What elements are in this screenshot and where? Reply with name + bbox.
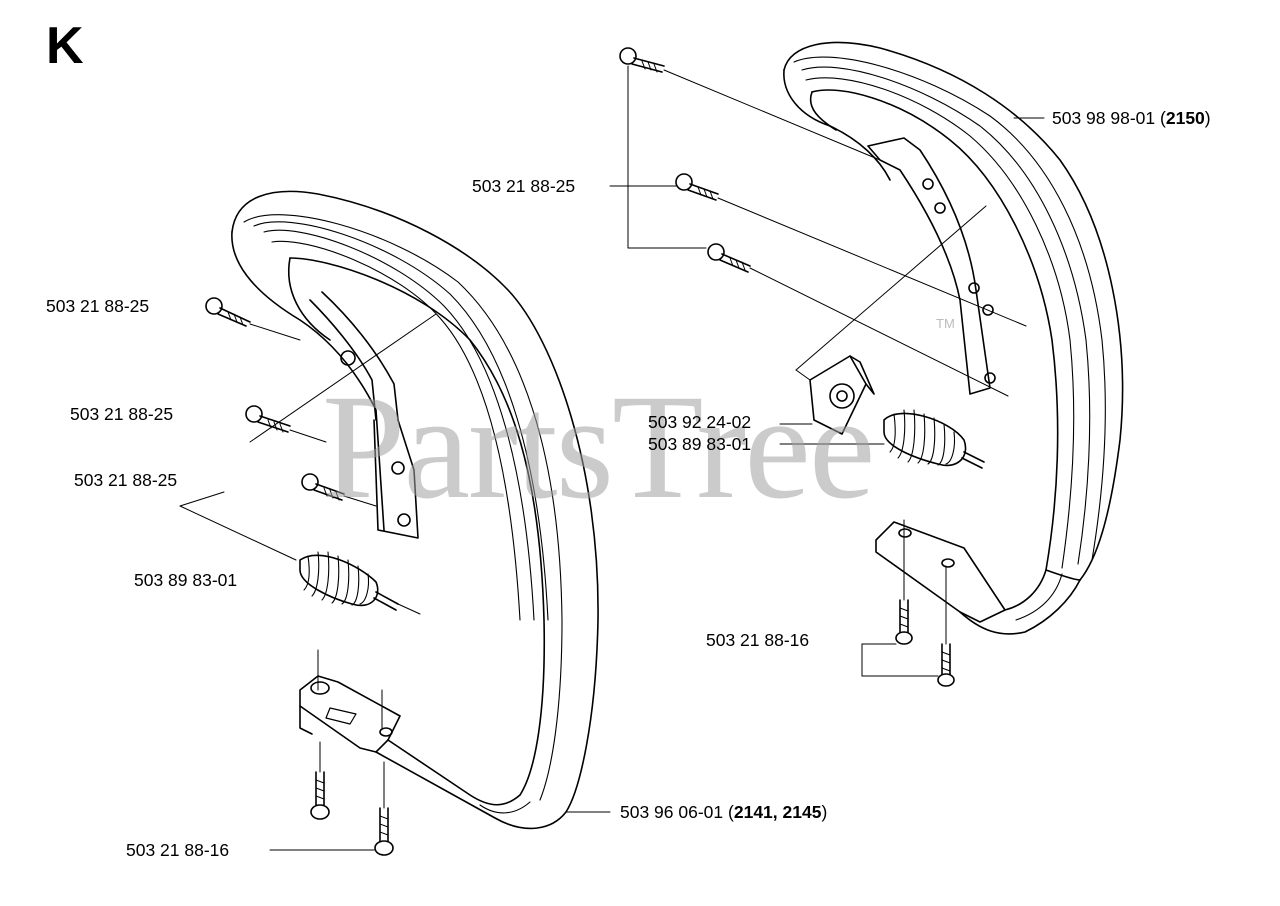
left-handle-part-number: 503 96 06-01 (620, 802, 724, 822)
right-front-handle (783, 41, 1124, 635)
left-front-handle (231, 190, 599, 830)
label-right-top-screw: 503 21 88-25 (472, 176, 576, 196)
left-screw-3 (301, 473, 345, 501)
left-handle-models: 2141, 2145 (733, 802, 822, 822)
right-handle-part-number: 503 98 98-01 (1052, 108, 1156, 128)
label-right-dampener: 503 89 83-01 (648, 434, 752, 454)
left-vibration-dampener (299, 551, 399, 611)
right-handle-model: 2150 (1165, 108, 1205, 128)
right-bottom-screw-1 (895, 599, 913, 645)
label-left-screw-1: 503 21 88-25 (46, 296, 150, 316)
right-top-screw-2 (675, 173, 719, 201)
left-bottom-screw-1 (310, 771, 330, 820)
right-top-screw-1 (619, 47, 665, 73)
label-left-bottom-screw: 503 21 88-16 (126, 840, 230, 860)
section-letter: K (46, 17, 84, 75)
label-right-bracket: 503 92 24-02 (648, 412, 752, 432)
label-left-screw-3: 503 21 88-25 (74, 470, 178, 490)
label-right-bottom-screw: 503 21 88-16 (706, 630, 810, 650)
left-bottom-screw-2 (374, 807, 394, 856)
right-leader-lines (609, 65, 1045, 677)
right-top-screw-3 (707, 243, 751, 273)
watermark-trademark: TM (936, 316, 955, 331)
label-left-handle: 503 96 06-01 (2141, 2145) (620, 802, 828, 822)
left-screw-2 (245, 405, 291, 433)
right-bottom-screw-2 (937, 643, 955, 687)
right-dampener-bracket (809, 355, 875, 435)
left-screw-1 (205, 297, 251, 327)
label-left-dampener: 503 89 83-01 (134, 570, 238, 590)
label-right-handle: 503 98 98-01 (2150) (1052, 108, 1211, 128)
right-vibration-dampener (883, 409, 985, 469)
label-left-screw-2: 503 21 88-25 (70, 404, 174, 424)
left-leader-lines (179, 313, 611, 851)
